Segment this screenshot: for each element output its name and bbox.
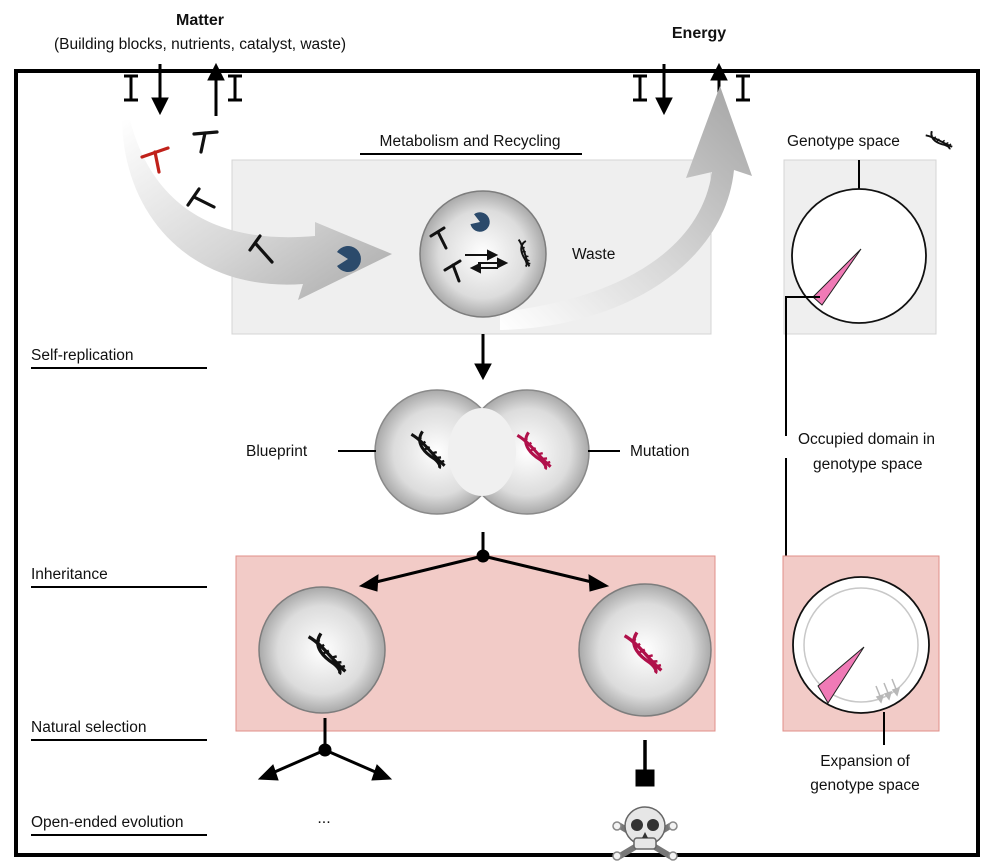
occupied-domain-wedge xyxy=(812,248,862,306)
expansion-label-1: Expansion of xyxy=(820,753,910,770)
replication-arrow xyxy=(474,334,492,381)
survival-branch-arrows xyxy=(257,718,393,781)
matter-flow-arrows xyxy=(124,62,242,116)
matter-inflow-arrow xyxy=(122,120,392,300)
genotype-expansion-ring xyxy=(803,587,919,703)
daughter-cell-mutant xyxy=(578,583,712,717)
expanded-genotype-space-circle xyxy=(792,576,930,714)
building-block xyxy=(429,226,448,250)
building-block xyxy=(192,130,219,154)
expansion-label-2: genotype space xyxy=(810,777,919,794)
stage-self-replication: Self-replication xyxy=(31,347,134,364)
inheritance-branch-arrows xyxy=(358,532,610,592)
dividing-cell xyxy=(374,389,590,515)
building-block-red xyxy=(140,146,170,174)
genotype-dna-icon xyxy=(924,125,954,157)
system-boundary xyxy=(14,69,980,857)
blueprint-label: Blueprint xyxy=(246,443,308,460)
matter-subtitle: (Building blocks, nutrients, catalyst, w… xyxy=(54,36,346,53)
skull-crossbones-icon xyxy=(612,806,678,861)
daughter-cell-normal xyxy=(258,586,386,714)
expansion-arrows-icon xyxy=(875,678,901,704)
reaction-arrows-icon xyxy=(465,249,509,274)
occupied-domain-wedge-expanded xyxy=(817,646,865,704)
extinction-inhibition-arrow xyxy=(635,740,655,787)
metabolism-title: Metabolism and Recycling xyxy=(380,133,561,150)
matter-title: Matter xyxy=(176,12,224,29)
energy-title: Energy xyxy=(672,25,726,42)
mutation-label: Mutation xyxy=(630,443,689,460)
stage-inheritance: Inheritance xyxy=(31,566,108,583)
building-block xyxy=(248,234,274,264)
waste-label: Waste xyxy=(572,246,615,263)
energy-outflow-arrow xyxy=(500,86,752,330)
continuation-ellipsis: ... xyxy=(317,810,330,827)
genotype-space-title: Genotype space xyxy=(787,133,900,150)
stage-natural-selection: Natural selection xyxy=(31,719,146,736)
occupied-domain-label-2: genotype space xyxy=(813,456,922,473)
building-block xyxy=(186,187,216,209)
genotype-space-circle xyxy=(791,188,927,324)
stage-open-ended-evolution: Open-ended evolution xyxy=(31,814,184,831)
occupied-domain-label-1: Occupied domain in xyxy=(798,431,935,448)
building-block xyxy=(443,259,462,283)
